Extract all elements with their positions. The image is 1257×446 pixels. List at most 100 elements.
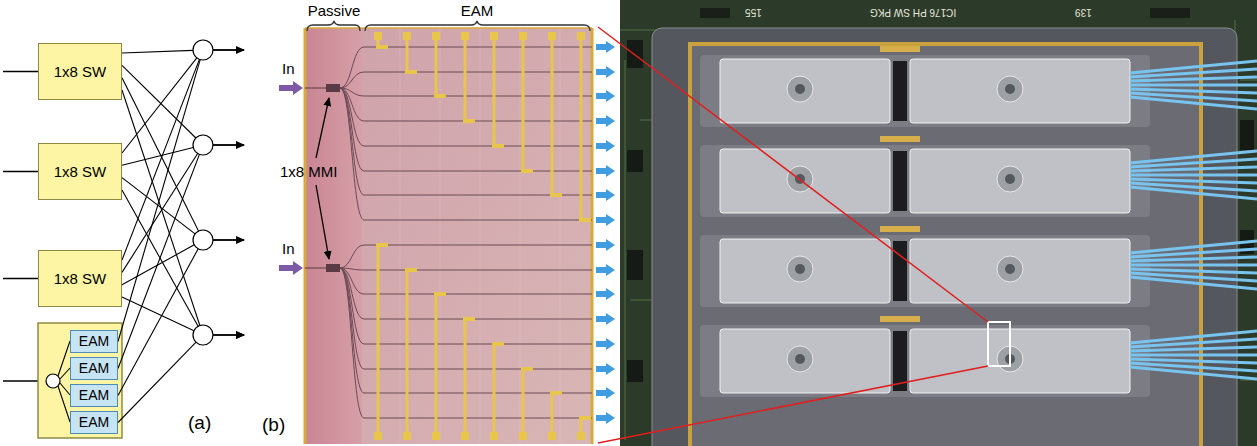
chip-photo-part (596, 165, 615, 177)
package-photo-part (700, 226, 1257, 307)
chip-photo-part-part (550, 193, 562, 197)
switch-schematic-part (213, 144, 244, 145)
chip-photo-part (596, 338, 615, 350)
wire (122, 65, 196, 138)
chip-photo-part-part (551, 393, 554, 432)
chip-photo-part-part (493, 40, 496, 146)
switch-schematic-part (213, 50, 244, 335)
package-photo-part (688, 42, 1203, 46)
chip-photo-part (326, 264, 340, 272)
node-label: 1x8 SW (54, 270, 107, 287)
chip-photo-part-part (490, 432, 498, 440)
node-label: EAM (79, 387, 109, 403)
pcb-marking: 139 (1075, 6, 1092, 18)
switch-schematic (3, 40, 244, 438)
chip-photo-part-part (376, 243, 388, 247)
chip-photo-part-part (548, 432, 556, 440)
chip-photo-part (596, 363, 615, 375)
chip-photo-part-part (434, 94, 446, 98)
node-label: EAM (79, 414, 109, 430)
chip-photo-part-part (374, 432, 382, 440)
node-label: EAM (79, 360, 109, 376)
chip-photo-part-part (405, 70, 417, 74)
package-photo-part (700, 46, 1257, 127)
zoom-line (598, 27, 988, 443)
package-photo-part (627, 150, 643, 172)
chip-photo-part (316, 98, 329, 158)
chip-photo-part-part (579, 218, 591, 222)
switch-box: 1x8 SW (38, 43, 122, 100)
chip-photo-part (596, 115, 615, 127)
chip-photo-part (326, 84, 340, 92)
chip-photo-part-part (548, 32, 556, 40)
chip-photo-part-part (461, 432, 469, 440)
wire (122, 59, 199, 260)
switch-box: 1x8 SW (38, 250, 122, 307)
chip-photo-part-part (490, 32, 498, 40)
wire (122, 178, 195, 234)
chip-photo-part (596, 214, 615, 226)
package-photo-part (627, 250, 643, 280)
wire (122, 245, 194, 285)
eam-box: EAM (70, 384, 118, 407)
chip-photo-part-part (493, 344, 496, 432)
wire (122, 153, 198, 272)
chip-photo-part-part (577, 432, 585, 440)
chip-photo-part (279, 261, 303, 275)
wire (118, 154, 199, 368)
package-photo-part (700, 8, 730, 18)
chip-photo (279, 21, 615, 444)
node-label: 1x8 SW (54, 63, 107, 80)
wire (122, 50, 193, 53)
wire (122, 147, 193, 165)
chip-photo-part-part (377, 245, 380, 432)
package-photo-part (627, 40, 643, 68)
switch-schematic-part (213, 239, 244, 240)
chip-photo-part-part (492, 342, 504, 346)
chip-photo-part-part (406, 270, 409, 432)
chip-photo-part (305, 27, 592, 29)
chip-photo-part-part (405, 268, 417, 272)
chip-photo-part (596, 189, 615, 201)
wire (118, 342, 196, 422)
eam-box: EAM (70, 330, 118, 353)
chip-photo-part-part (432, 432, 440, 440)
chip-photo-part-part (403, 432, 411, 440)
wire (118, 60, 200, 342)
chip-photo-part (596, 140, 615, 152)
region-label: Passive (308, 2, 361, 19)
switch-schematic-part (193, 40, 213, 60)
chip-photo-part-part (406, 40, 409, 72)
switch-schematic-part (193, 230, 213, 250)
chip-photo-part-part (432, 32, 440, 40)
chip-photo-part (596, 288, 615, 300)
switch-schematic-part (213, 334, 244, 335)
chip-photo-part-part (519, 432, 527, 440)
chip-photo-part-part (435, 294, 438, 432)
chip-photo-part-part (492, 144, 504, 148)
chip-photo-part (374, 32, 591, 440)
chip-photo-part (316, 185, 329, 259)
chip-photo-part-part (522, 369, 525, 432)
package-photo-part (700, 316, 1257, 397)
region-label: EAM (461, 2, 494, 19)
chip-photo-part-part (577, 32, 585, 40)
chip-photo-part-part (580, 40, 583, 220)
switch-schematic-part (46, 374, 60, 388)
chip-photo-part-part (463, 317, 475, 321)
chip-photo-part-part (435, 40, 438, 96)
chip-photo-part (305, 28, 592, 444)
chip-photo-part (307, 21, 360, 31)
chip-photo-part-part (434, 292, 446, 296)
switch-box: 1x8 SW (38, 143, 122, 200)
wire (122, 78, 199, 231)
chip-photo-part (400, 28, 560, 444)
switch-schematic-part (38, 323, 122, 438)
chip-photo-part-part (376, 45, 388, 49)
chip-photo-part (596, 66, 615, 78)
chip-photo-part (596, 313, 615, 325)
package-photo-part (1240, 120, 1254, 150)
switch-schematic-part (58, 341, 70, 422)
